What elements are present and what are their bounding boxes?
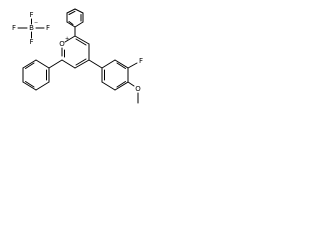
bond-aryl-fluorine	[127, 62, 138, 69]
aryl-fluorine-label: F	[139, 57, 143, 65]
bond	[74, 8, 84, 14]
boron-charge-label: −	[34, 20, 38, 26]
bond	[74, 21, 84, 28]
bond	[101, 59, 116, 69]
bond	[66, 21, 76, 28]
double-bond-inner	[25, 81, 35, 88]
bond	[114, 81, 129, 91]
bond	[35, 59, 50, 69]
bond	[35, 81, 50, 91]
bond	[101, 81, 116, 91]
double-bond-inner	[68, 21, 74, 25]
fluorine-top-label: F	[29, 11, 33, 19]
double-bond-inner	[75, 38, 87, 46]
bond	[66, 8, 76, 14]
fluoro-methoxy-phenyl-ring: F O	[88, 57, 143, 104]
double-bond-inner	[116, 81, 126, 88]
bond	[114, 59, 129, 69]
bond-c4-aryl	[88, 59, 103, 69]
double-bond-inner	[75, 58, 87, 66]
bond	[22, 59, 37, 69]
bond-c6-phenyl	[48, 59, 63, 69]
double-bond-inner	[25, 62, 35, 69]
fluorine-left-label: F	[12, 24, 16, 32]
chemical-structure: B − F F F F O +	[12, 8, 143, 104]
bond-c5-c6	[61, 59, 76, 69]
tetrafluoroborate-group: B − F F F F	[12, 11, 50, 46]
top-phenyl-ring	[66, 8, 84, 28]
methoxy-oxygen-label: O	[135, 85, 141, 93]
fluorine-right-label: F	[46, 24, 50, 32]
boron-atom-label: B	[29, 24, 34, 32]
pyrylium-ring: O +	[59, 26, 90, 69]
bond-c2-c3	[74, 35, 90, 45]
double-bond-inner	[68, 10, 76, 15]
double-bond-inner	[116, 62, 126, 69]
fluorine-bottom-label: F	[29, 38, 33, 46]
pyrylium-oxygen-label: O	[59, 40, 65, 48]
bond-aryl-methoxy-oxygen	[127, 81, 135, 87]
bond-c4-c5	[74, 59, 90, 69]
pyrylium-charge-label: +	[65, 36, 69, 42]
bottom-left-phenyl-ring	[22, 59, 63, 91]
bond-o-c2	[64, 35, 76, 43]
bond	[22, 81, 37, 91]
